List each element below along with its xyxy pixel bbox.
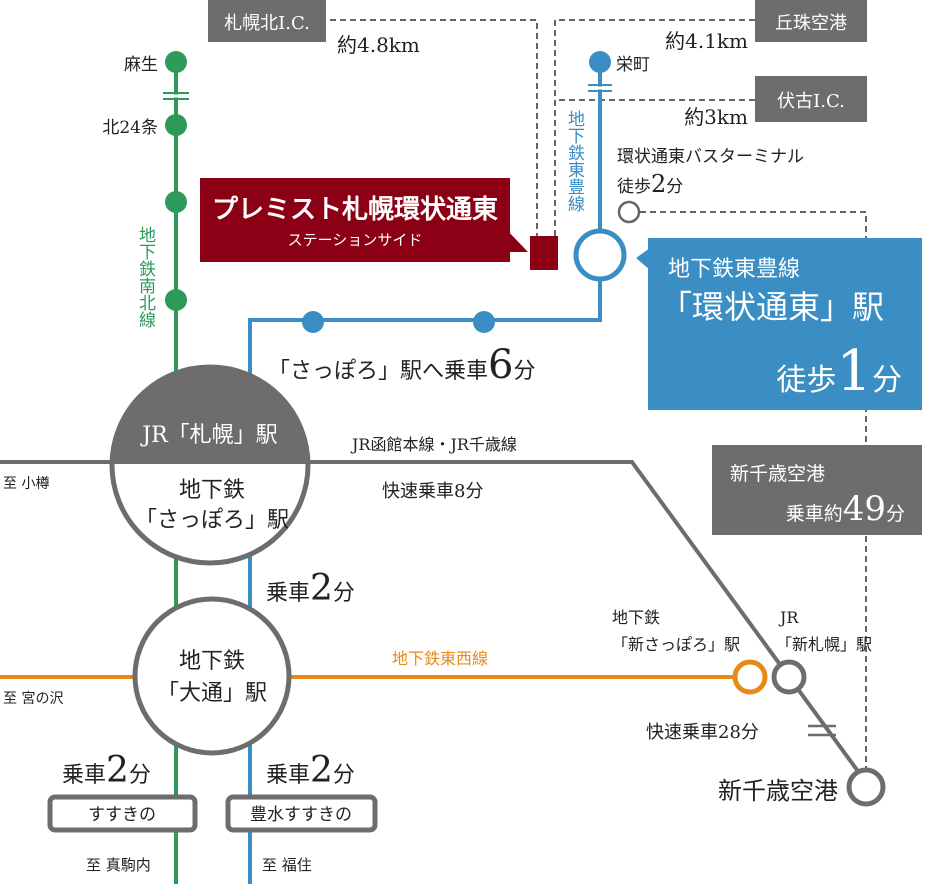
to-fukuzumi: 至 福住 (262, 856, 312, 874)
station-kita24: 北24条 (102, 118, 158, 138)
namboku-line-label: 地下鉄南北線 (135, 226, 156, 328)
svg-text:JR「札幌」駅: JR「札幌」駅 (140, 423, 277, 448)
station-dot (589, 51, 611, 73)
property-marker (530, 236, 558, 270)
ride-2min-hosui: 乗車2分 (266, 750, 355, 791)
station-info-box: 地下鉄東豊線 「環状通東」駅 徒歩1分 (636, 238, 922, 410)
svg-text:地下鉄: 地下鉄 (179, 478, 245, 503)
svg-text:地下鉄東豊線: 地下鉄東豊線 (668, 257, 800, 282)
svg-text:徒歩1分: 徒歩1分 (776, 339, 902, 404)
station-dot (473, 311, 495, 333)
svg-text:「大通」駅: 「大通」駅 (157, 681, 267, 706)
station-asabu: 麻生 (124, 55, 158, 75)
new-chitose-airport-station (846, 767, 886, 807)
svg-text:地下鉄: 地下鉄 (179, 649, 245, 674)
svg-text:ステーションサイド: ステーションサイド (288, 231, 423, 249)
station-dot (165, 191, 187, 213)
fushiko-ic-box: 伏古I.C. (755, 76, 867, 122)
jr-rapid-time: 快速乗車8分 (382, 481, 483, 502)
shin-sapporo-jr-station (771, 659, 807, 695)
okadama-distance: 約4.1km (665, 29, 748, 53)
to-sapporo-ride-time: 「さっぽろ」駅へ乗車6分 (268, 342, 535, 388)
jr-line-name: JR函館本線・JR千歳線 (350, 435, 517, 454)
shin-sapporo-subway-station (732, 659, 768, 695)
kanjo-dori-higashi-station (573, 228, 627, 282)
new-chitose-airport-label: 新千歳空港 (718, 777, 838, 805)
odori-station: 地下鉄 「大通」駅 (132, 596, 292, 756)
okadama-airport-box: 丘珠空港 (755, 0, 867, 42)
bus-terminal-name: 環状通東バスターミナル (617, 147, 804, 167)
sapporo-kita-distance: 約4.8km (337, 33, 420, 57)
svg-text:伏古I.C.: 伏古I.C. (777, 91, 845, 112)
station-dot (165, 51, 187, 73)
svg-text:丘珠空港: 丘珠空港 (775, 13, 847, 34)
rapid-28-time: 快速乗車28分 (646, 722, 759, 743)
to-miyanosawa: 至 宮の沢 (3, 691, 63, 707)
svg-text:新千歳空港: 新千歳空港 (730, 463, 825, 485)
svg-text:札幌北I.C.: 札幌北I.C. (224, 13, 310, 34)
toho-line (248, 51, 627, 884)
susukino-station: すすきの (47, 794, 198, 833)
shin-sapporo-subway-label: 地下鉄「新さっぽろ」駅 (612, 608, 740, 654)
jr-sapporo-station: JR「札幌」駅 地下鉄 「さっぽろ」駅 (109, 364, 311, 566)
svg-text:「さっぽろ」駅: 「さっぽろ」駅 (135, 508, 289, 533)
station-dot (165, 114, 187, 136)
svg-text:乗車約49分: 乗車約49分 (786, 489, 905, 529)
shin-sapporo-jr-label: JR「新札幌」駅 (776, 608, 872, 654)
tozai-line-label: 地下鉄東西線 (392, 649, 488, 668)
property-label: プレミスト札幌環状通東 ステーションサイド (200, 178, 528, 262)
svg-text:プレミスト札幌環状通東: プレミスト札幌環状通東 (212, 195, 498, 225)
fushiko-distance: 約3km (684, 105, 748, 129)
bus-terminal-icon (617, 200, 641, 224)
sapporo-kita-ic-box: 札幌北I.C. (208, 0, 326, 42)
road-lines (320, 19, 867, 770)
svg-text:豊水すすきの: 豊水すすきの (250, 805, 352, 825)
bus-terminal-walk: 徒歩2分 (617, 170, 683, 198)
ride-2min-susukino: 乗車2分 (62, 750, 151, 791)
toho-line-label: 地下鉄東豊線 (564, 110, 585, 212)
ride-2min-sapporo-odori: 乗車2分 (266, 568, 355, 609)
svg-text:すすきの: すすきの (88, 805, 156, 825)
to-otaru: 至 小樽 (3, 475, 49, 492)
station-dot (165, 289, 187, 311)
airport-info-box: 新千歳空港 乗車約49分 (712, 445, 922, 535)
hosui-susukino-station: 豊水すすきの (225, 794, 378, 833)
station-dot (302, 311, 324, 333)
station-sakaemachi: 栄町 (616, 55, 650, 75)
to-makomanai: 至 真駒内 (86, 856, 151, 874)
svg-text:「環状通東」駅: 「環状通東」駅 (660, 288, 884, 326)
